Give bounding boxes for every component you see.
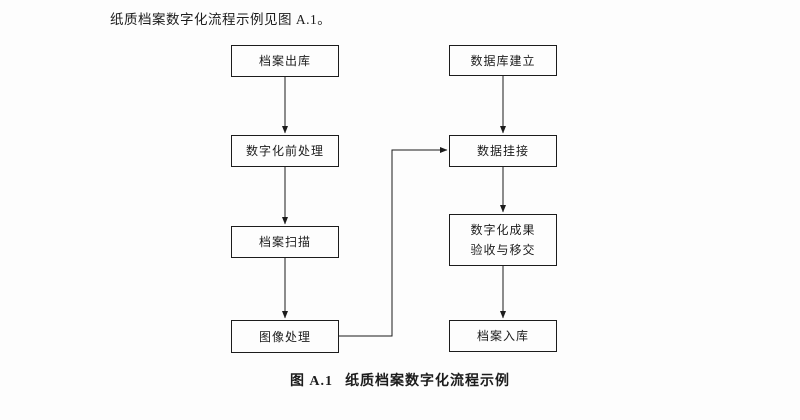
figure-caption: 图 A.1 纸质档案数字化流程示例	[0, 370, 800, 390]
flow-box-label: 数据挂接	[476, 144, 529, 158]
flow-box-archive-storage: 档案入库	[449, 320, 557, 352]
flow-box-label: 数字化前处理	[245, 144, 324, 158]
flow-box-image-processing: 图像处理	[231, 320, 339, 353]
intro-text: 纸质档案数字化流程示例见图 A.1。	[110, 12, 332, 27]
flow-box-label-line1: 数字化成果	[470, 223, 536, 237]
flow-box-label: 图像处理	[258, 329, 311, 344]
flow-box-label: 档案出库	[258, 54, 311, 68]
flow-box-label: 档案入库	[476, 329, 529, 343]
flow-box-database-creation: 数据库建立	[449, 45, 557, 76]
flow-box-pre-digitization: 数字化前处理	[231, 135, 339, 167]
flow-box-results-acceptance-transfer: 数字化成果 验收与移交	[449, 214, 557, 266]
arrow-image-processing-to-data-linking	[339, 147, 448, 337]
flow-box-archive-checkout: 档案出库	[231, 45, 339, 77]
figure-caption-label: 图 A.1	[289, 374, 334, 389]
flow-box-label: 档案扫描	[258, 235, 311, 249]
figure-caption-title: 纸质档案数字化流程示例	[345, 374, 511, 389]
flow-box-label-line2: 验收与移交	[470, 243, 536, 257]
flow-box-label: 数据库建立	[470, 53, 536, 68]
flow-box-data-linking: 数据挂接	[449, 135, 557, 167]
flow-box-archive-scanning: 档案扫描	[231, 226, 339, 258]
